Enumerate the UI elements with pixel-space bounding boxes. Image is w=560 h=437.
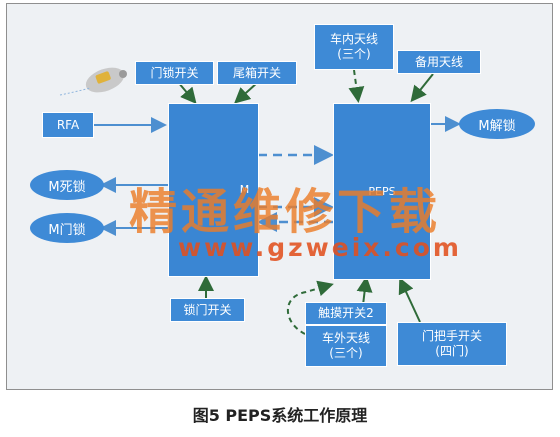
figure-caption: 图5 PEPS系统工作原理: [192, 406, 368, 425]
exterior-antenna-label: 车外天线 (三个): [321, 331, 370, 360]
touch-switch-label: 触摸开关2: [318, 306, 374, 320]
arrow-doorlock-switch: [177, 81, 197, 105]
arrow-touch-switch: [287, 280, 334, 335]
interior-antenna-label: 车内天线 (三个): [329, 32, 378, 61]
watermark-url: www.gzweix.com: [178, 233, 462, 262]
rfa-label: RFA: [56, 117, 80, 132]
peps-ecu-label: PEPS: [368, 184, 396, 198]
watermark-title: 精通维修下载: [128, 184, 441, 240]
left-ecu-label: M: [239, 183, 250, 197]
lock-door-switch-box: 锁门开关: [170, 298, 245, 322]
door-handle-switch-box: 门把手开关 (四门): [397, 322, 507, 366]
trunk-switch-box: 尾箱开关: [217, 61, 297, 85]
door-lock-oval: M门锁: [30, 213, 104, 243]
peps-ecu-block: PEPS: [333, 103, 431, 280]
trunk-switch-label: 尾箱开关: [232, 65, 281, 80]
rfa-box: RFA: [42, 112, 94, 138]
arrow-trunk-switch: [234, 81, 259, 104]
door-handle-switch-label: 门把手开关 (四门): [421, 329, 482, 358]
unlock-label: M解锁: [478, 118, 516, 134]
interior-antenna-box: 车内天线 (三个): [314, 24, 394, 70]
arrow-door-handle: [398, 277, 421, 323]
arrow-interior-antenna: [348, 69, 365, 103]
lock-door-switch-label: 锁门开关: [183, 302, 232, 317]
backup-antenna-box: 备用天线: [397, 50, 481, 74]
unlock-oval: M解锁: [459, 109, 535, 139]
arrow-backup-antenna: [410, 73, 434, 103]
left-ecu-block: M: [168, 103, 259, 277]
dead-lock-label: M死锁: [48, 179, 86, 195]
backup-antenna-label: 备用天线: [414, 54, 463, 69]
key-fob-icon: [59, 67, 127, 96]
door-lock-switch-box: 门锁开关: [135, 61, 214, 85]
dead-lock-oval: M死锁: [30, 170, 104, 200]
arrow-exterior-antenna: [356, 276, 373, 306]
touch-switch-box: 触摸开关2: [305, 302, 387, 325]
exterior-antenna-box: 车外天线 (三个): [305, 325, 387, 367]
door-lock-switch-label: 门锁开关: [150, 65, 199, 80]
door-lock-label: M门锁: [48, 222, 86, 238]
